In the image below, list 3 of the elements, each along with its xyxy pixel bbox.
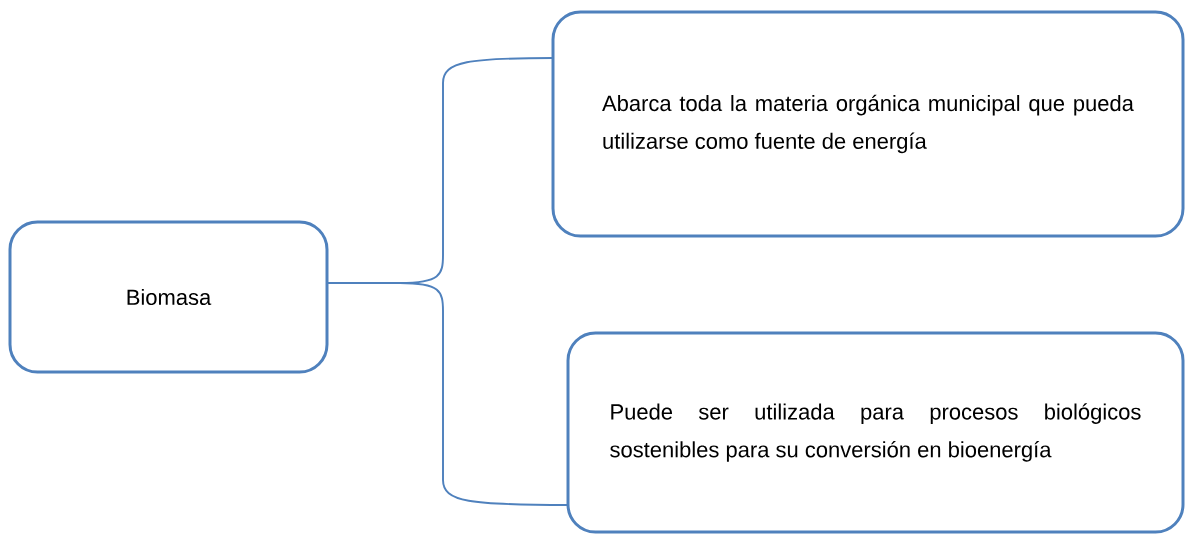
text-box: Puede ser utilizada para procesos biológicos sostenibles para su conversión en bioenergía: [566, 331, 1185, 534]
text-box: Abarca toda la materia orgánica municipal que pueda utilizarse como fuente de energía: [551, 10, 1185, 238]
text-box: Biomasa: [8, 220, 329, 374]
